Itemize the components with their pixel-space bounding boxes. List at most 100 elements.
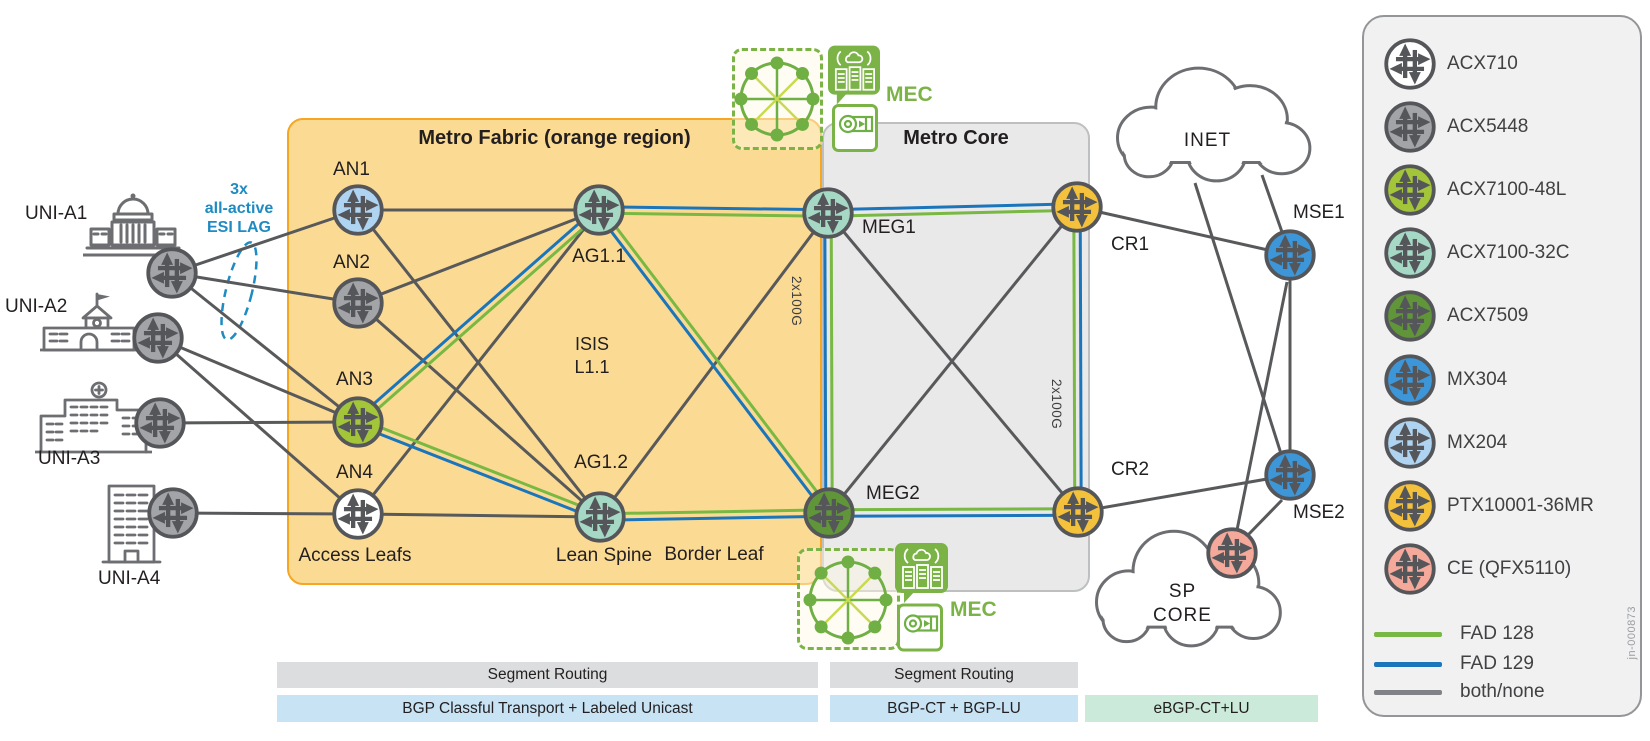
router-icon bbox=[574, 491, 626, 543]
node-label-MEG2: MEG2 bbox=[866, 483, 920, 504]
link-fad129-CR1-CR2 bbox=[1078, 206, 1083, 512]
router-icon bbox=[1264, 229, 1316, 281]
link-fad129-MEG2-CR2 bbox=[829, 513, 1079, 518]
legend-item-label: MX304 bbox=[1447, 369, 1508, 390]
router-icon bbox=[332, 396, 384, 448]
link-MEG2-CR1 bbox=[827, 206, 1079, 514]
node-CR2 bbox=[1051, 485, 1105, 539]
uni-a4-building-icon bbox=[100, 482, 163, 572]
node-MEG1 bbox=[801, 186, 855, 240]
uni-a1-label: UNI-A1 bbox=[25, 203, 88, 224]
legend-item-acx5448: ACX5448 bbox=[1383, 100, 1528, 154]
node-label-AN4: AN4 bbox=[336, 462, 373, 483]
legend-item-label: ACX7100-32C bbox=[1447, 242, 1570, 263]
link-u1-AN2 bbox=[171, 271, 359, 305]
legend-line-fad-129: FAD 129 bbox=[1374, 653, 1534, 674]
mec-top-label: MEC bbox=[886, 83, 933, 106]
sp-core-line2: CORE bbox=[1153, 604, 1212, 626]
metro-core-title: Metro Core bbox=[903, 127, 1009, 149]
link-AN2-AG1.2 bbox=[357, 301, 601, 519]
link-fad128-CR1-CR2 bbox=[1072, 207, 1077, 513]
esi-line1: 3x bbox=[230, 181, 248, 198]
router-icon bbox=[1384, 101, 1436, 153]
legend-item-mx304: MX304 bbox=[1383, 353, 1507, 407]
sp-core-line1: SP bbox=[1168, 581, 1197, 602]
link-AN4-AG1.2 bbox=[357, 512, 601, 519]
mec-top-media-film-icon bbox=[832, 104, 878, 157]
router-icon bbox=[1384, 38, 1436, 90]
sp-core-cloud bbox=[1097, 531, 1281, 646]
node-label-AN2: AN2 bbox=[333, 252, 370, 273]
legend-item-acx7509: ACX7509 bbox=[1383, 289, 1528, 343]
router-icon bbox=[132, 312, 184, 364]
link-AN4-AG1.1 bbox=[356, 209, 601, 515]
legend-item-ptx10001-36mr: PTX10001-36MR bbox=[1383, 479, 1594, 533]
router-icon bbox=[1051, 181, 1103, 233]
inet-cloud bbox=[1118, 68, 1310, 181]
node-u3 bbox=[133, 396, 187, 450]
legend-item-acx710: ACX710 bbox=[1383, 37, 1518, 91]
lean-spine-label: Lean Spine bbox=[555, 545, 653, 566]
router-icon bbox=[1384, 543, 1436, 595]
border-leaf-label: Border Leaf bbox=[664, 544, 764, 565]
link-CR1-MSE1 bbox=[1076, 205, 1291, 257]
mec-bottom-cloud-servers-icon bbox=[895, 543, 948, 610]
router-icon bbox=[332, 277, 384, 329]
node-label-MSE1: MSE1 bbox=[1293, 202, 1345, 223]
link-inet-mse1 bbox=[1260, 174, 1284, 233]
protocol-bar-4: eBGP-CT+LU bbox=[1085, 695, 1318, 722]
legend-item-label: ACX710 bbox=[1447, 53, 1518, 74]
node-AN1 bbox=[331, 183, 385, 237]
link-fad129-AG1.1-MEG1 bbox=[599, 205, 829, 212]
link-u3-AN3 bbox=[159, 420, 359, 425]
router-icon bbox=[802, 187, 854, 239]
legend-item-label: ACX5448 bbox=[1447, 116, 1529, 137]
legend-item-mx204: MX204 bbox=[1383, 416, 1507, 470]
link-fad129-AG1.2-MEG2 bbox=[600, 514, 830, 522]
protocol-bar-0: Segment Routing bbox=[277, 662, 818, 688]
legend-panel: ACX710 ACX5448 ACX7100-48L ACX7100-32C A… bbox=[1362, 15, 1642, 717]
inet-cloud-label: INET bbox=[1183, 130, 1232, 151]
link-u1-AN1 bbox=[171, 208, 359, 275]
node-label-CR1: CR1 bbox=[1111, 234, 1150, 255]
node-u2 bbox=[131, 311, 185, 365]
link-inet-mse2 bbox=[1193, 182, 1285, 461]
node-MSE1 bbox=[1263, 228, 1317, 282]
isis-line1: ISIS bbox=[574, 334, 609, 354]
link-fad128-AG1.1-MEG1 bbox=[598, 211, 828, 218]
protocol-bar-2: BGP Classful Transport + Labeled Unicast bbox=[277, 695, 818, 722]
node-AG1.1 bbox=[572, 183, 626, 237]
node-AG1.2 bbox=[573, 490, 627, 544]
uni-a4-label: UNI-A4 bbox=[98, 568, 161, 589]
node-u4 bbox=[146, 486, 200, 540]
link-fad128-AG1.2-MEG2 bbox=[599, 508, 829, 516]
legend-line-fad-128: FAD 128 bbox=[1374, 623, 1534, 644]
node-label-AG1.1: AG1.1 bbox=[572, 246, 626, 267]
legend-item-label: MX204 bbox=[1447, 432, 1508, 453]
link-u2-AN4 bbox=[157, 336, 359, 516]
router-icon bbox=[573, 184, 625, 236]
legend-item-acx7100-32c: ACX7100-32C bbox=[1383, 226, 1570, 280]
link-u1-AN3 bbox=[171, 271, 359, 424]
esi-lag-ellipse bbox=[220, 241, 258, 341]
mec-bottom-media-film-icon bbox=[897, 603, 943, 657]
link-fad128-MEG2-CR2 bbox=[828, 507, 1078, 512]
legend-item-acx7100-48l: ACX7100-48L bbox=[1383, 163, 1566, 217]
node-AN4 bbox=[331, 487, 385, 541]
router-icon bbox=[1206, 527, 1258, 579]
node-u1 bbox=[145, 246, 199, 300]
mec-top-cloud-servers-icon bbox=[828, 45, 880, 112]
mec-bottom-label: MEC bbox=[950, 598, 997, 621]
legend-line-label: FAD 129 bbox=[1460, 653, 1534, 674]
router-icon bbox=[1384, 164, 1436, 216]
legend-line-swatch bbox=[1374, 689, 1442, 695]
metro-fabric-title: Metro Fabric (orange region) bbox=[418, 127, 691, 149]
node-label-CR2: CR2 bbox=[1111, 459, 1150, 480]
router-icon bbox=[1384, 290, 1436, 342]
legend-item-label: PTX10001-36MR bbox=[1447, 495, 1594, 516]
router-icon bbox=[1264, 449, 1316, 501]
meg-link-speed-label: 2x100G bbox=[789, 276, 804, 327]
